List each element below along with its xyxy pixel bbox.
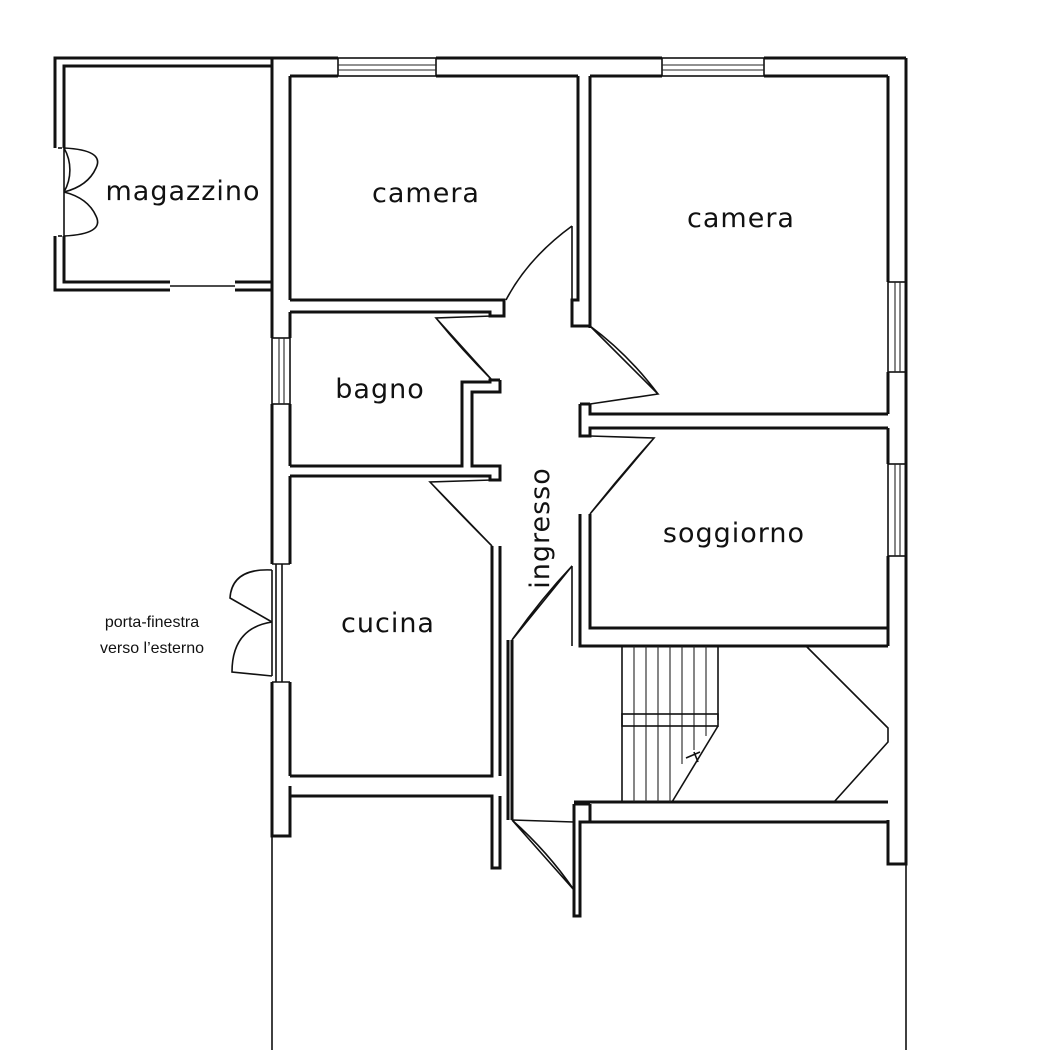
- door-bagno: [434, 315, 493, 381]
- door-cucina: [428, 479, 493, 547]
- stair-landing: [621, 713, 719, 727]
- label-camera-left: camera: [372, 178, 480, 209]
- door-soggiorno: [589, 435, 656, 515]
- windows: [271, 57, 907, 557]
- label-camera-right: camera: [687, 203, 795, 234]
- window-camera-right: [661, 57, 765, 77]
- label-cucina: cucina: [341, 608, 435, 639]
- door-entrance: [511, 819, 575, 891]
- label-bagno: bagno: [335, 374, 424, 405]
- door-hallway: [511, 565, 573, 646]
- door-camera-right: [589, 325, 660, 405]
- note-verso-esterno: verso l’esterno: [100, 640, 204, 657]
- window-bagno: [271, 337, 291, 405]
- magazzino-walls: [53, 56, 272, 292]
- staircase: [621, 645, 889, 803]
- label-ingresso: ingresso: [525, 467, 556, 589]
- window-camera-side: [887, 281, 907, 373]
- door-camera-left: [505, 225, 573, 301]
- doors: [229, 225, 660, 891]
- exterior-lines: [271, 836, 907, 1050]
- label-soggiorno: soggiorno: [663, 518, 805, 549]
- magazzino-door: [63, 147, 99, 193]
- outer-walls: [270, 56, 908, 866]
- window-soggiorno: [887, 463, 907, 557]
- door-porta-finestra: [272, 563, 290, 683]
- window-camera-left: [337, 57, 437, 77]
- labels: magazzino camera camera bagno ingresso s…: [100, 176, 805, 657]
- note-porta-finestra: porta-finestra: [105, 614, 199, 631]
- label-magazzino: magazzino: [105, 176, 260, 207]
